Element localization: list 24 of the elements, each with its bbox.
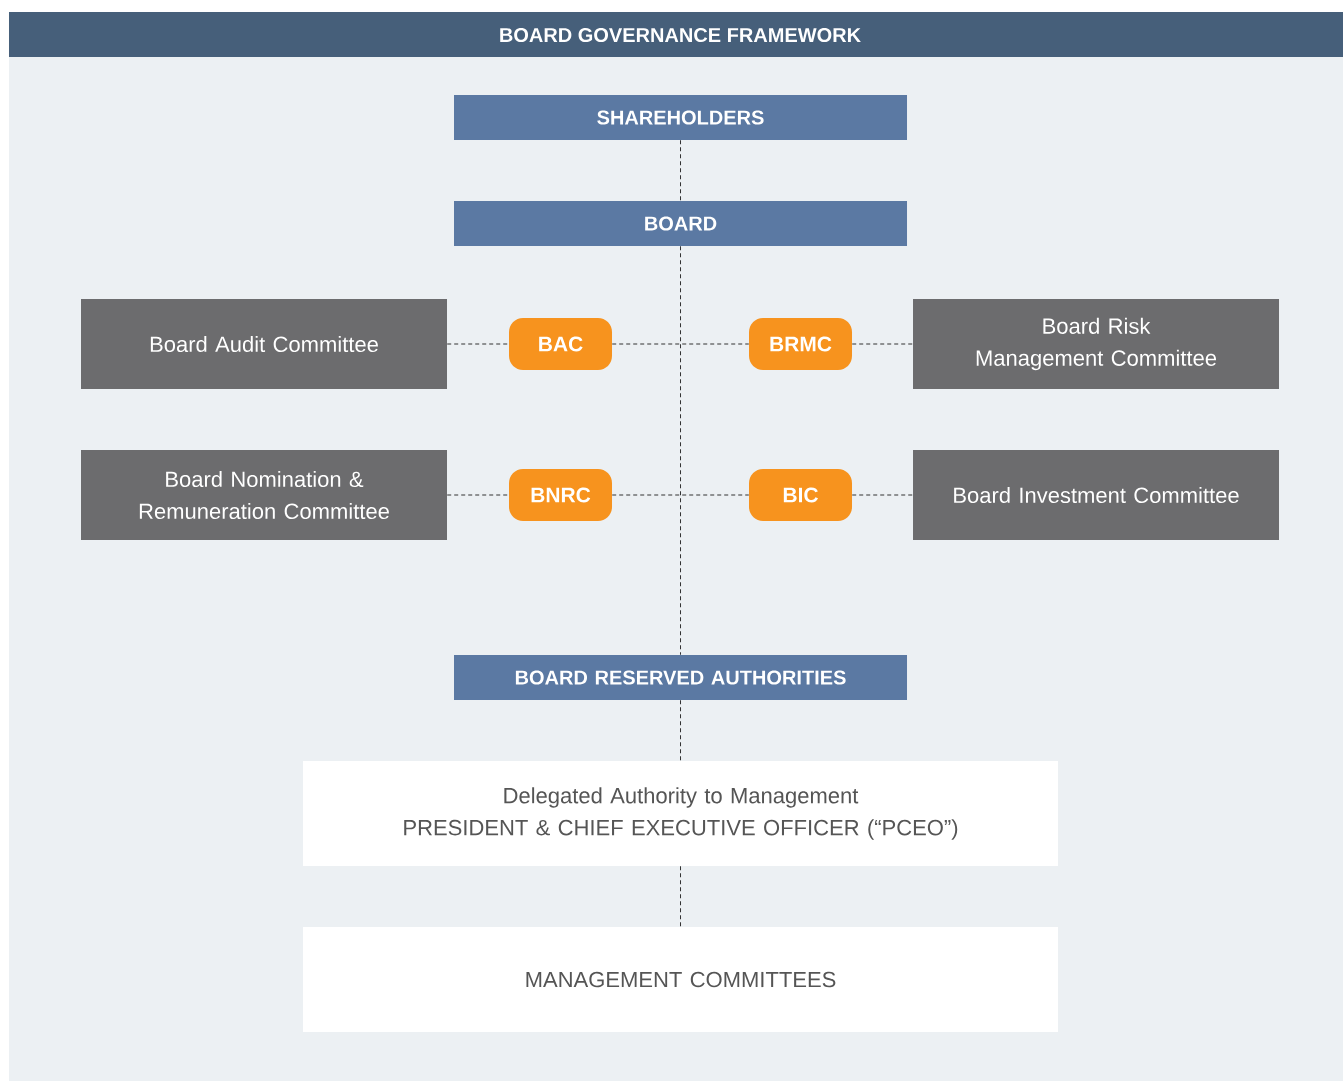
connector-line [851, 494, 914, 496]
tier-box: BOARD [454, 201, 907, 246]
committee-box: Board Risk Management Committee [913, 299, 1279, 389]
connector-line [446, 494, 510, 496]
connector-line [611, 343, 750, 345]
title-bar: BOARD GOVERNANCE FRAMEWORK [9, 12, 1343, 57]
connector-line [680, 139, 681, 202]
tier-box: SHAREHOLDERS [454, 95, 907, 140]
connector-line [851, 343, 914, 345]
connector-line [680, 245, 681, 656]
authority-box: MANAGEMENT COMMITTEES [303, 927, 1058, 1032]
connector-line [446, 343, 510, 345]
authority-box: Delegated Authority to Management PRESIDENT & CHIEF EXECUTIVE OFFICER (“PCEO”) [303, 761, 1058, 866]
acronym-badge: BAC [509, 318, 612, 370]
connector-line [611, 494, 750, 496]
acronym-badge: BRMC [749, 318, 852, 370]
committee-box: Board Audit Committee [81, 299, 447, 389]
acronym-badge: BNRC [509, 469, 612, 521]
tier-box: BOARD RESERVED AUTHORITIES [454, 655, 907, 700]
connector-line [680, 865, 681, 928]
connector-line [680, 699, 681, 762]
committee-box: Board Nomination & Remuneration Committee [81, 450, 447, 540]
committee-box: Board Investment Committee [913, 450, 1279, 540]
acronym-badge: BIC [749, 469, 852, 521]
